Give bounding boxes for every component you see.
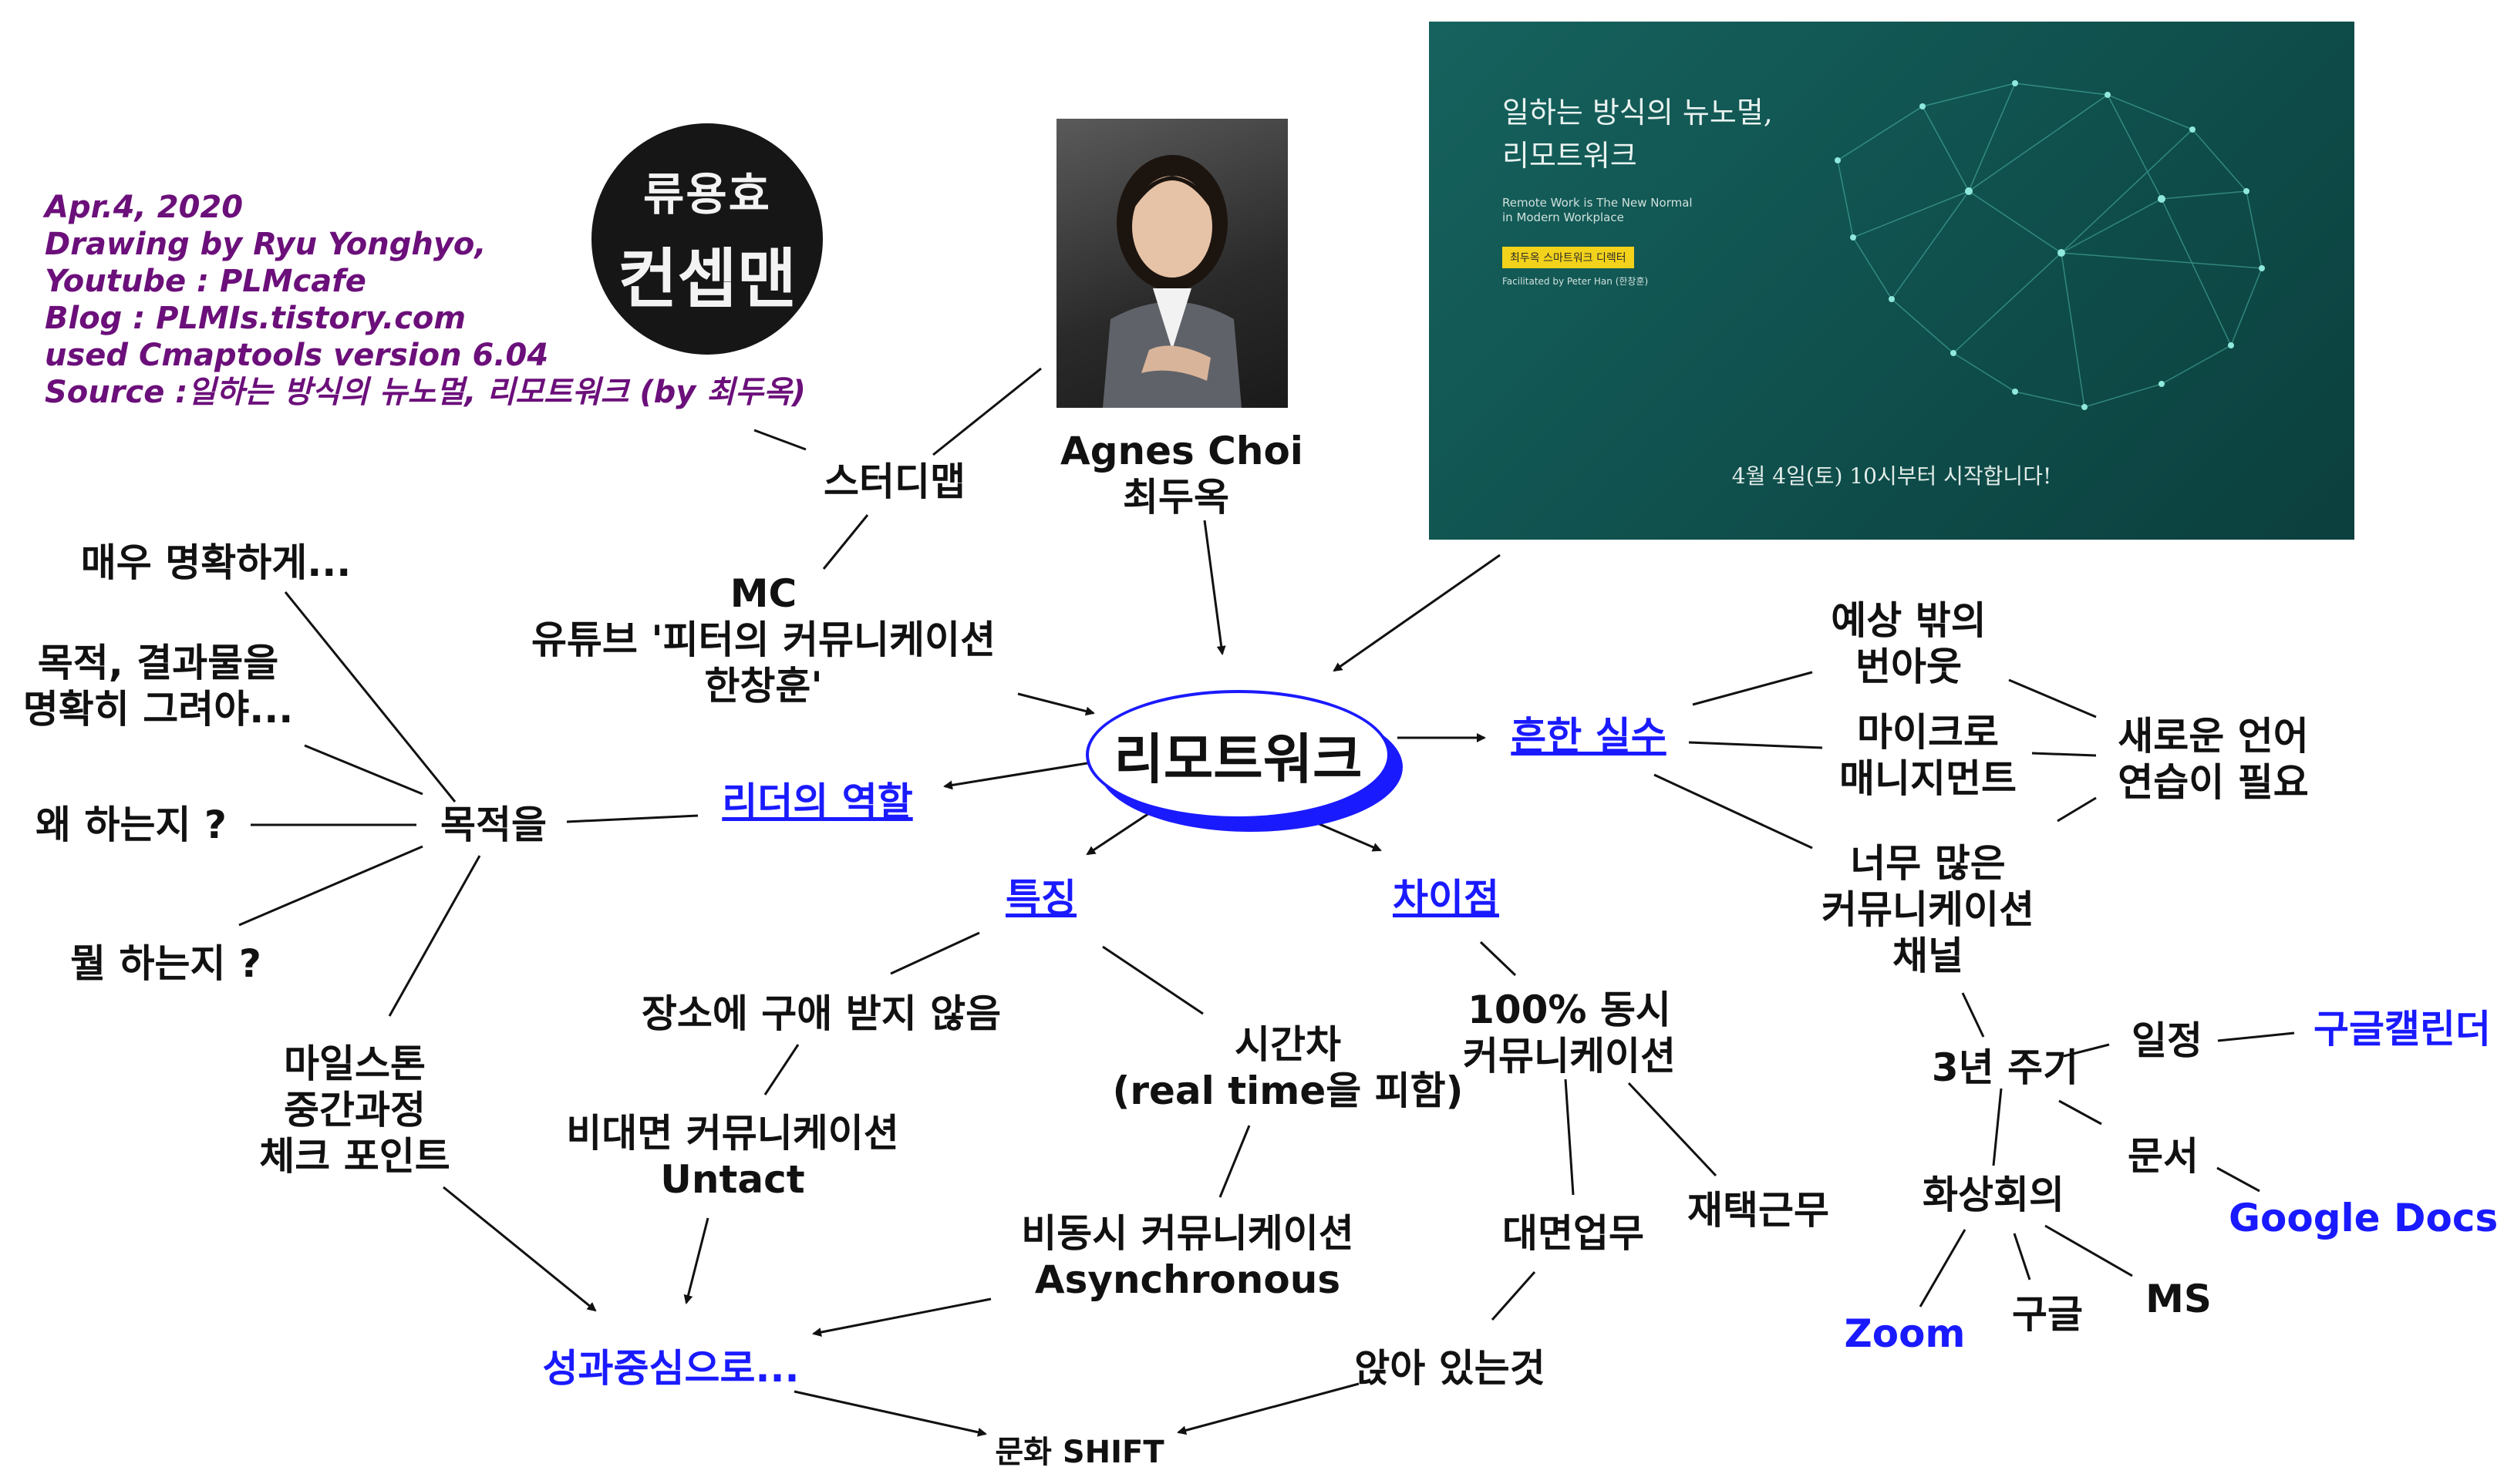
node-line: (real time을 피함) [1103, 1068, 1473, 1114]
node-100-sync-communication: 100% 동시 커뮤니케이션 [1442, 987, 1697, 1079]
node-time-difference: 시간차 (real time을 피함) [1103, 1021, 1473, 1114]
node-line: 중간과정 [231, 1087, 478, 1133]
banner-title-line2: 리모트워크 [1502, 134, 1773, 177]
logo-title: 컨셉맨 [618, 227, 797, 321]
node-agnes-choi: Agnes Choi 최두옥 [1060, 428, 1292, 520]
node-line: 너무 많은 [1805, 840, 2051, 887]
node-non-face-communication: 비대면 커뮤니케이션 Untact [540, 1110, 925, 1203]
node-line: 명확히 그려야... [8, 686, 308, 732]
node-what: 뭘 하는지 ? [54, 941, 278, 987]
node-documents: 문서 [2105, 1133, 2221, 1179]
node-line: 연습이 필요 [2098, 759, 2329, 806]
link-leader-role[interactable]: 리더의 역할 [679, 779, 956, 825]
node-line: Untact [540, 1156, 925, 1203]
node-line: 마일스톤 [231, 1041, 478, 1087]
node-mc: MC 유튜브 '피터의 커뮤니케이션 한창훈' [501, 570, 1026, 709]
node-performance-focus: 성과중심으로... [505, 1345, 837, 1391]
node-line: 채널 [1805, 933, 2051, 979]
banner-facilitator: Facilitated by Peter Han (한창훈) [1502, 274, 1648, 288]
node-line: 100% 동시 [1442, 987, 1697, 1033]
banner-subtitle: Remote Work is The New Normal in Modern … [1502, 196, 1693, 225]
node-culture-shift: 문화 SHIFT [983, 1434, 1176, 1471]
node-new-language-practice: 새로운 언어 연습이 필요 [2098, 713, 2329, 806]
node-line: 매니지먼트 [1812, 755, 2044, 802]
credit-line: Source :일하는 방식의 뉴노멀, 리모트워크 (by 최두옥) [45, 374, 806, 411]
node-line: 마이크로 [1812, 709, 2044, 755]
banner-subtitle-line2: in Modern Workplace [1502, 210, 1693, 225]
node-google-calendar: 구글캘린더 [2294, 1006, 2510, 1052]
node-sitting-at-desk: 앉아 있는것 [1334, 1345, 1565, 1391]
node-line: 예상 밖의 [1805, 597, 2013, 644]
logo-name: 류용효 [643, 158, 771, 223]
node-unexpected-burnout: 예상 밖의 번아웃 [1805, 597, 2013, 690]
banner-presenter-tag: 최두옥 스마트워크 디렉터 [1502, 247, 1634, 268]
banner-subtitle-line1: Remote Work is The New Normal [1502, 196, 1693, 210]
node-schedule: 일정 [2113, 1018, 2221, 1064]
node-purpose: 목적을 [416, 802, 571, 848]
node-line: 번아웃 [1805, 644, 2013, 690]
node-too-many-channels: 너무 많은 커뮤니케이션 채널 [1805, 840, 2051, 979]
banner-title: 일하는 방식의 뉴노멀, 리모트워크 [1502, 91, 1773, 177]
node-async-communication: 비동시 커뮤니케이션 Asynchronous [995, 1210, 1380, 1303]
node-line: 비동시 커뮤니케이션 [995, 1210, 1380, 1257]
node-draw-clearly: 목적, 결과물을 명확히 그려야... [8, 640, 308, 732]
node-line: 비대면 커뮤니케이션 [540, 1110, 925, 1156]
node-line: Agnes Choi [1060, 428, 1292, 474]
node-micro-management: 마이크로 매니지먼트 [1812, 709, 2044, 802]
node-location-independent: 장소에 구애 받지 않음 [617, 991, 1026, 1037]
seminar-banner: 일하는 방식의 뉴노멀, 리모트워크 Remote Work is The Ne… [1429, 22, 2354, 540]
node-line: MC [501, 570, 1026, 617]
node-line: Asynchronous [995, 1257, 1380, 1303]
node-line: 커뮤니케이션 [1805, 887, 2051, 933]
node-ms: MS [2132, 1276, 2225, 1322]
link-features[interactable]: 특징 [956, 875, 1126, 921]
node-very-clear: 매우 명확하게... [46, 540, 386, 586]
node-zoom: Zoom [1839, 1311, 1970, 1357]
center-concept-remote-work[interactable]: 리모트워크 [1086, 690, 1390, 819]
node-why: 왜 하는지 ? [15, 802, 247, 848]
banner-date: 4월 4일(토) 10시부터 시작합니다! [1429, 459, 2354, 490]
speaker-photo [1056, 119, 1288, 408]
node-video-conference: 화상회의 [1901, 1172, 2086, 1218]
node-line: 유튜브 '피터의 커뮤니케이션 [501, 617, 1026, 663]
node-line: 한창훈' [501, 663, 1026, 709]
node-google-docs: Google Docs [2229, 1195, 2483, 1241]
center-concept-label: 리모트워크 [1114, 716, 1363, 794]
node-google: 구글 [1997, 1291, 2098, 1338]
node-3-year-cycle: 3년 주기 [1912, 1045, 2098, 1091]
node-studymap: 스터디맵 [802, 459, 987, 505]
concept-man-logo: 류용효 컨셉맨 [591, 123, 823, 355]
node-work-from-home: 재택근무 [1666, 1187, 1851, 1233]
node-line: 새로운 언어 [2098, 713, 2329, 759]
node-milestone: 마일스톤 중간과정 체크 포인트 [231, 1041, 478, 1179]
node-line: 시간차 [1103, 1021, 1473, 1068]
node-line: 체크 포인트 [231, 1133, 478, 1179]
link-common-mistakes[interactable]: 흔한 실수 [1484, 713, 1693, 759]
node-line: 최두옥 [1060, 474, 1292, 520]
banner-title-line1: 일하는 방식의 뉴노멀, [1502, 91, 1773, 134]
node-line: 커뮤니케이션 [1442, 1033, 1697, 1079]
node-face-to-face-work: 대면업무 [1481, 1210, 1666, 1257]
link-differences[interactable]: 차이점 [1357, 875, 1535, 921]
node-line: 목적, 결과물을 [8, 640, 308, 686]
